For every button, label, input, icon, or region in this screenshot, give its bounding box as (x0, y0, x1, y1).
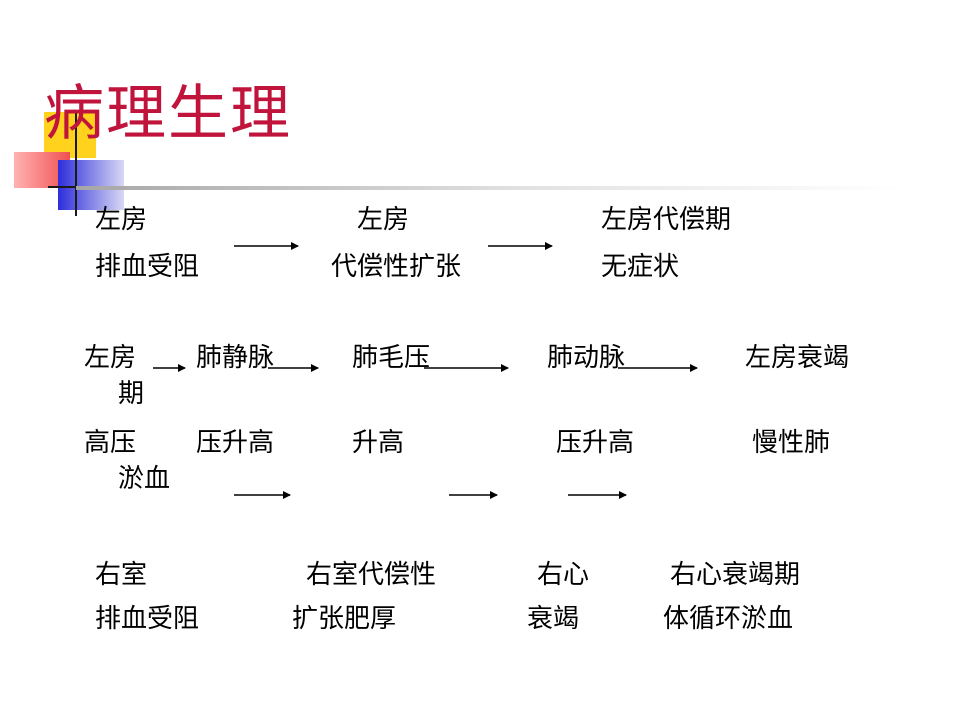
b2-row2-item4: 压升高 (556, 428, 635, 458)
corner-blue-square (58, 160, 124, 210)
b2-row1-item5: 左房衰竭 (745, 343, 850, 373)
b2-row1-item1: 左房 (84, 343, 137, 373)
b1-col1-line2: 排血受阻 (95, 252, 200, 282)
b3-line1-item2: 右室代偿性 (306, 560, 437, 590)
b3-line1-item3: 右心 (537, 560, 590, 590)
b2-row2-item1: 高压 (84, 428, 137, 458)
b2-row1-item3: 肺毛压 (352, 343, 431, 373)
b1-col3-line1: 左房代偿期 (601, 205, 732, 235)
b2-row1-item2: 肺静脉 (196, 343, 275, 373)
b2-row2-item3: 升高 (352, 428, 405, 458)
corner-vertical-line (75, 112, 77, 216)
title-underline-bar (76, 186, 900, 190)
b2-row1-wrap: 期 (118, 379, 145, 409)
b1-col2-line2: 代偿性扩张 (331, 252, 462, 282)
b3-line1-item1: 右室 (95, 560, 148, 590)
b2-row2-wrap: 淤血 (118, 464, 171, 494)
b1-col1-line1: 左房 (95, 205, 148, 235)
b3-line2-item4: 体循环淤血 (663, 604, 794, 634)
corner-yellow-square (44, 112, 96, 158)
b3-line2-item1: 排血受阻 (95, 604, 200, 634)
b3-line2-item3: 衰竭 (527, 604, 580, 634)
b2-row2-item5: 慢性肺 (752, 428, 831, 458)
page-title: 病理生理 (44, 79, 292, 149)
b3-line1-item4: 右心衰竭期 (670, 560, 801, 590)
b2-row2-item2: 压升高 (196, 428, 275, 458)
corner-horizontal-line (48, 186, 90, 188)
b2-row1-item4: 肺动脉 (547, 343, 626, 373)
b3-line2-item2: 扩张肥厚 (292, 604, 397, 634)
b1-col2-line1: 左房 (357, 205, 410, 235)
b1-col3-line2: 无症状 (601, 252, 680, 282)
